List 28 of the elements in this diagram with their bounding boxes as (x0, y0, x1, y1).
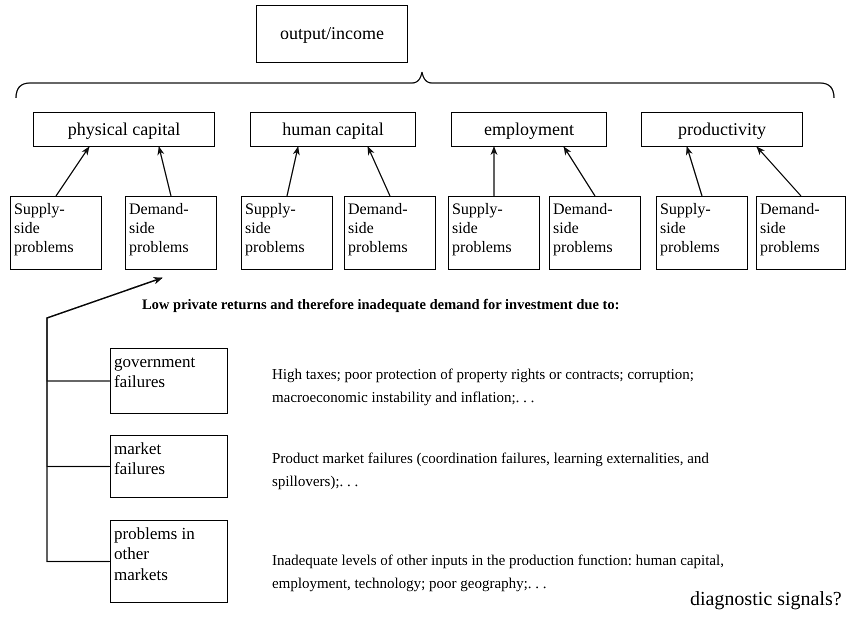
text-box: physical capital (33, 112, 215, 147)
arrow (490, 146, 498, 196)
arrow (563, 146, 596, 196)
text-box: Demand-side problems (549, 196, 641, 270)
text-box: Demand-side problems (125, 196, 217, 270)
description-text: Product market failures (coordination failures, learning externalities, and spillovers);. . . (272, 450, 710, 492)
text-box: employment (451, 112, 607, 147)
arrow (157, 146, 172, 196)
text-box: output/income (256, 5, 408, 63)
arrow (46, 277, 163, 562)
text-box: Supply-side problems (241, 196, 333, 270)
text-box: problems in other markets (110, 520, 228, 603)
description-text: High taxes; poor protection of property rights or contracts; corruption; macroeconomic instability and inflation;. . . (272, 366, 695, 408)
text-box: market failures (110, 435, 228, 498)
text-box: government failures (110, 348, 228, 414)
heading-text: Low private returns and therefore inadequate demand for investment due to: (142, 296, 620, 315)
arrow (286, 146, 300, 196)
arrow (686, 146, 703, 196)
text-box: productivity (641, 112, 803, 147)
arrow (55, 146, 90, 196)
arrow (367, 146, 391, 196)
text-box: Supply-side problems (656, 196, 748, 270)
text-box: Supply-side problems (10, 196, 102, 270)
arrow (756, 146, 802, 196)
text-box: Supply-side problems (448, 196, 540, 270)
text-box: human capital (250, 112, 416, 147)
text-box: Demand-side problems (344, 196, 436, 270)
text-box: Demand-side problems (756, 196, 846, 270)
